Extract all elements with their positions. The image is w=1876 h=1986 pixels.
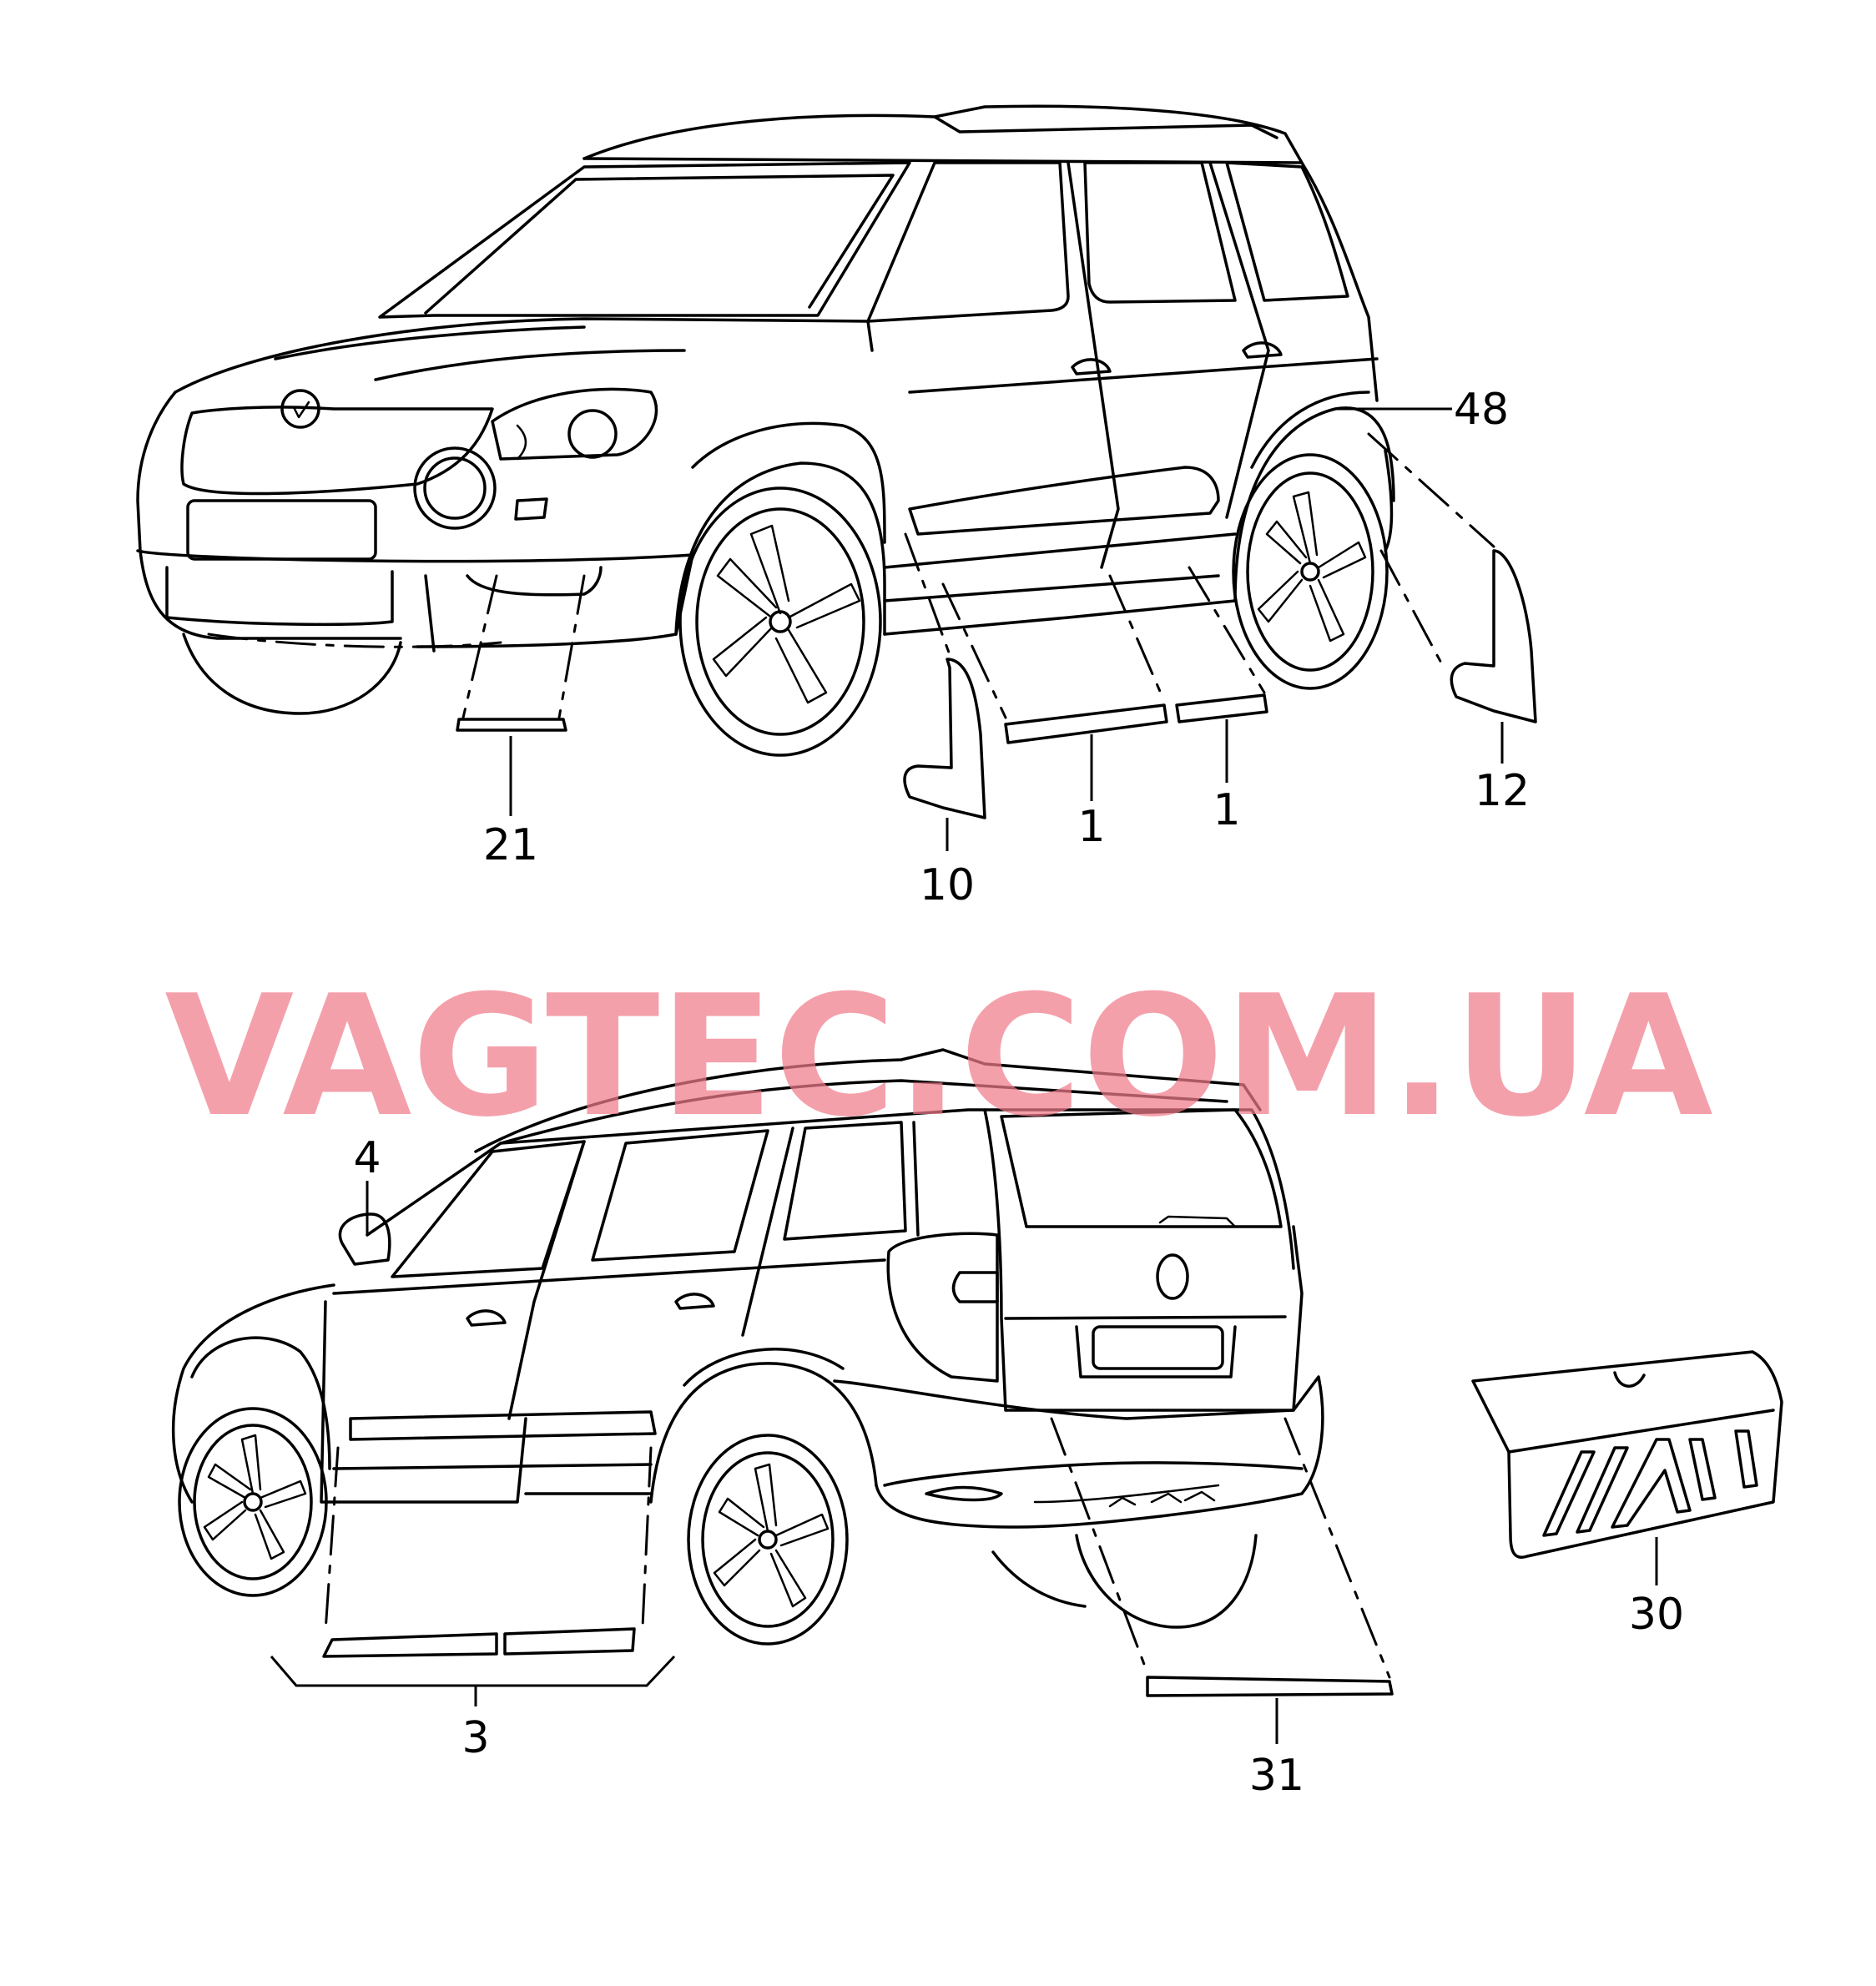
part-1-strip-front <box>1004 703 1168 744</box>
part-12-mudflap <box>1450 549 1537 723</box>
part-31-strip <box>1146 1676 1394 1697</box>
part-3-strip-rear <box>503 1627 636 1656</box>
car-rear-view <box>171 1048 1324 1646</box>
leader-lines <box>270 407 1658 1744</box>
part-1-strip-rear <box>1175 693 1268 723</box>
top-parts <box>456 432 1537 819</box>
part-10-mudflap <box>903 658 986 819</box>
bottom-parts <box>322 1350 1783 1697</box>
callout-12: 12 <box>1475 766 1530 816</box>
part-30-panel <box>1471 1350 1783 1559</box>
watermark-text: VAGTEC.COM.UA <box>164 960 1712 1154</box>
callout-4: 4 <box>353 1133 381 1183</box>
callout-1-front: 1 <box>1077 802 1105 852</box>
part-3-strip-front <box>322 1632 498 1658</box>
callout-10: 10 <box>920 860 975 910</box>
callout-labels: 48 21 10 1 1 12 4 3 31 30 <box>353 385 1684 1801</box>
callout-31: 31 <box>1249 1751 1304 1801</box>
callout-21: 21 <box>483 820 538 870</box>
callout-48: 48 <box>1454 385 1509 435</box>
callout-1-rear: 1 <box>1213 785 1240 835</box>
callout-30: 30 <box>1629 1590 1684 1640</box>
car-front-view <box>136 104 1395 757</box>
callout-3: 3 <box>461 1713 489 1763</box>
part-21-strip <box>456 718 567 732</box>
